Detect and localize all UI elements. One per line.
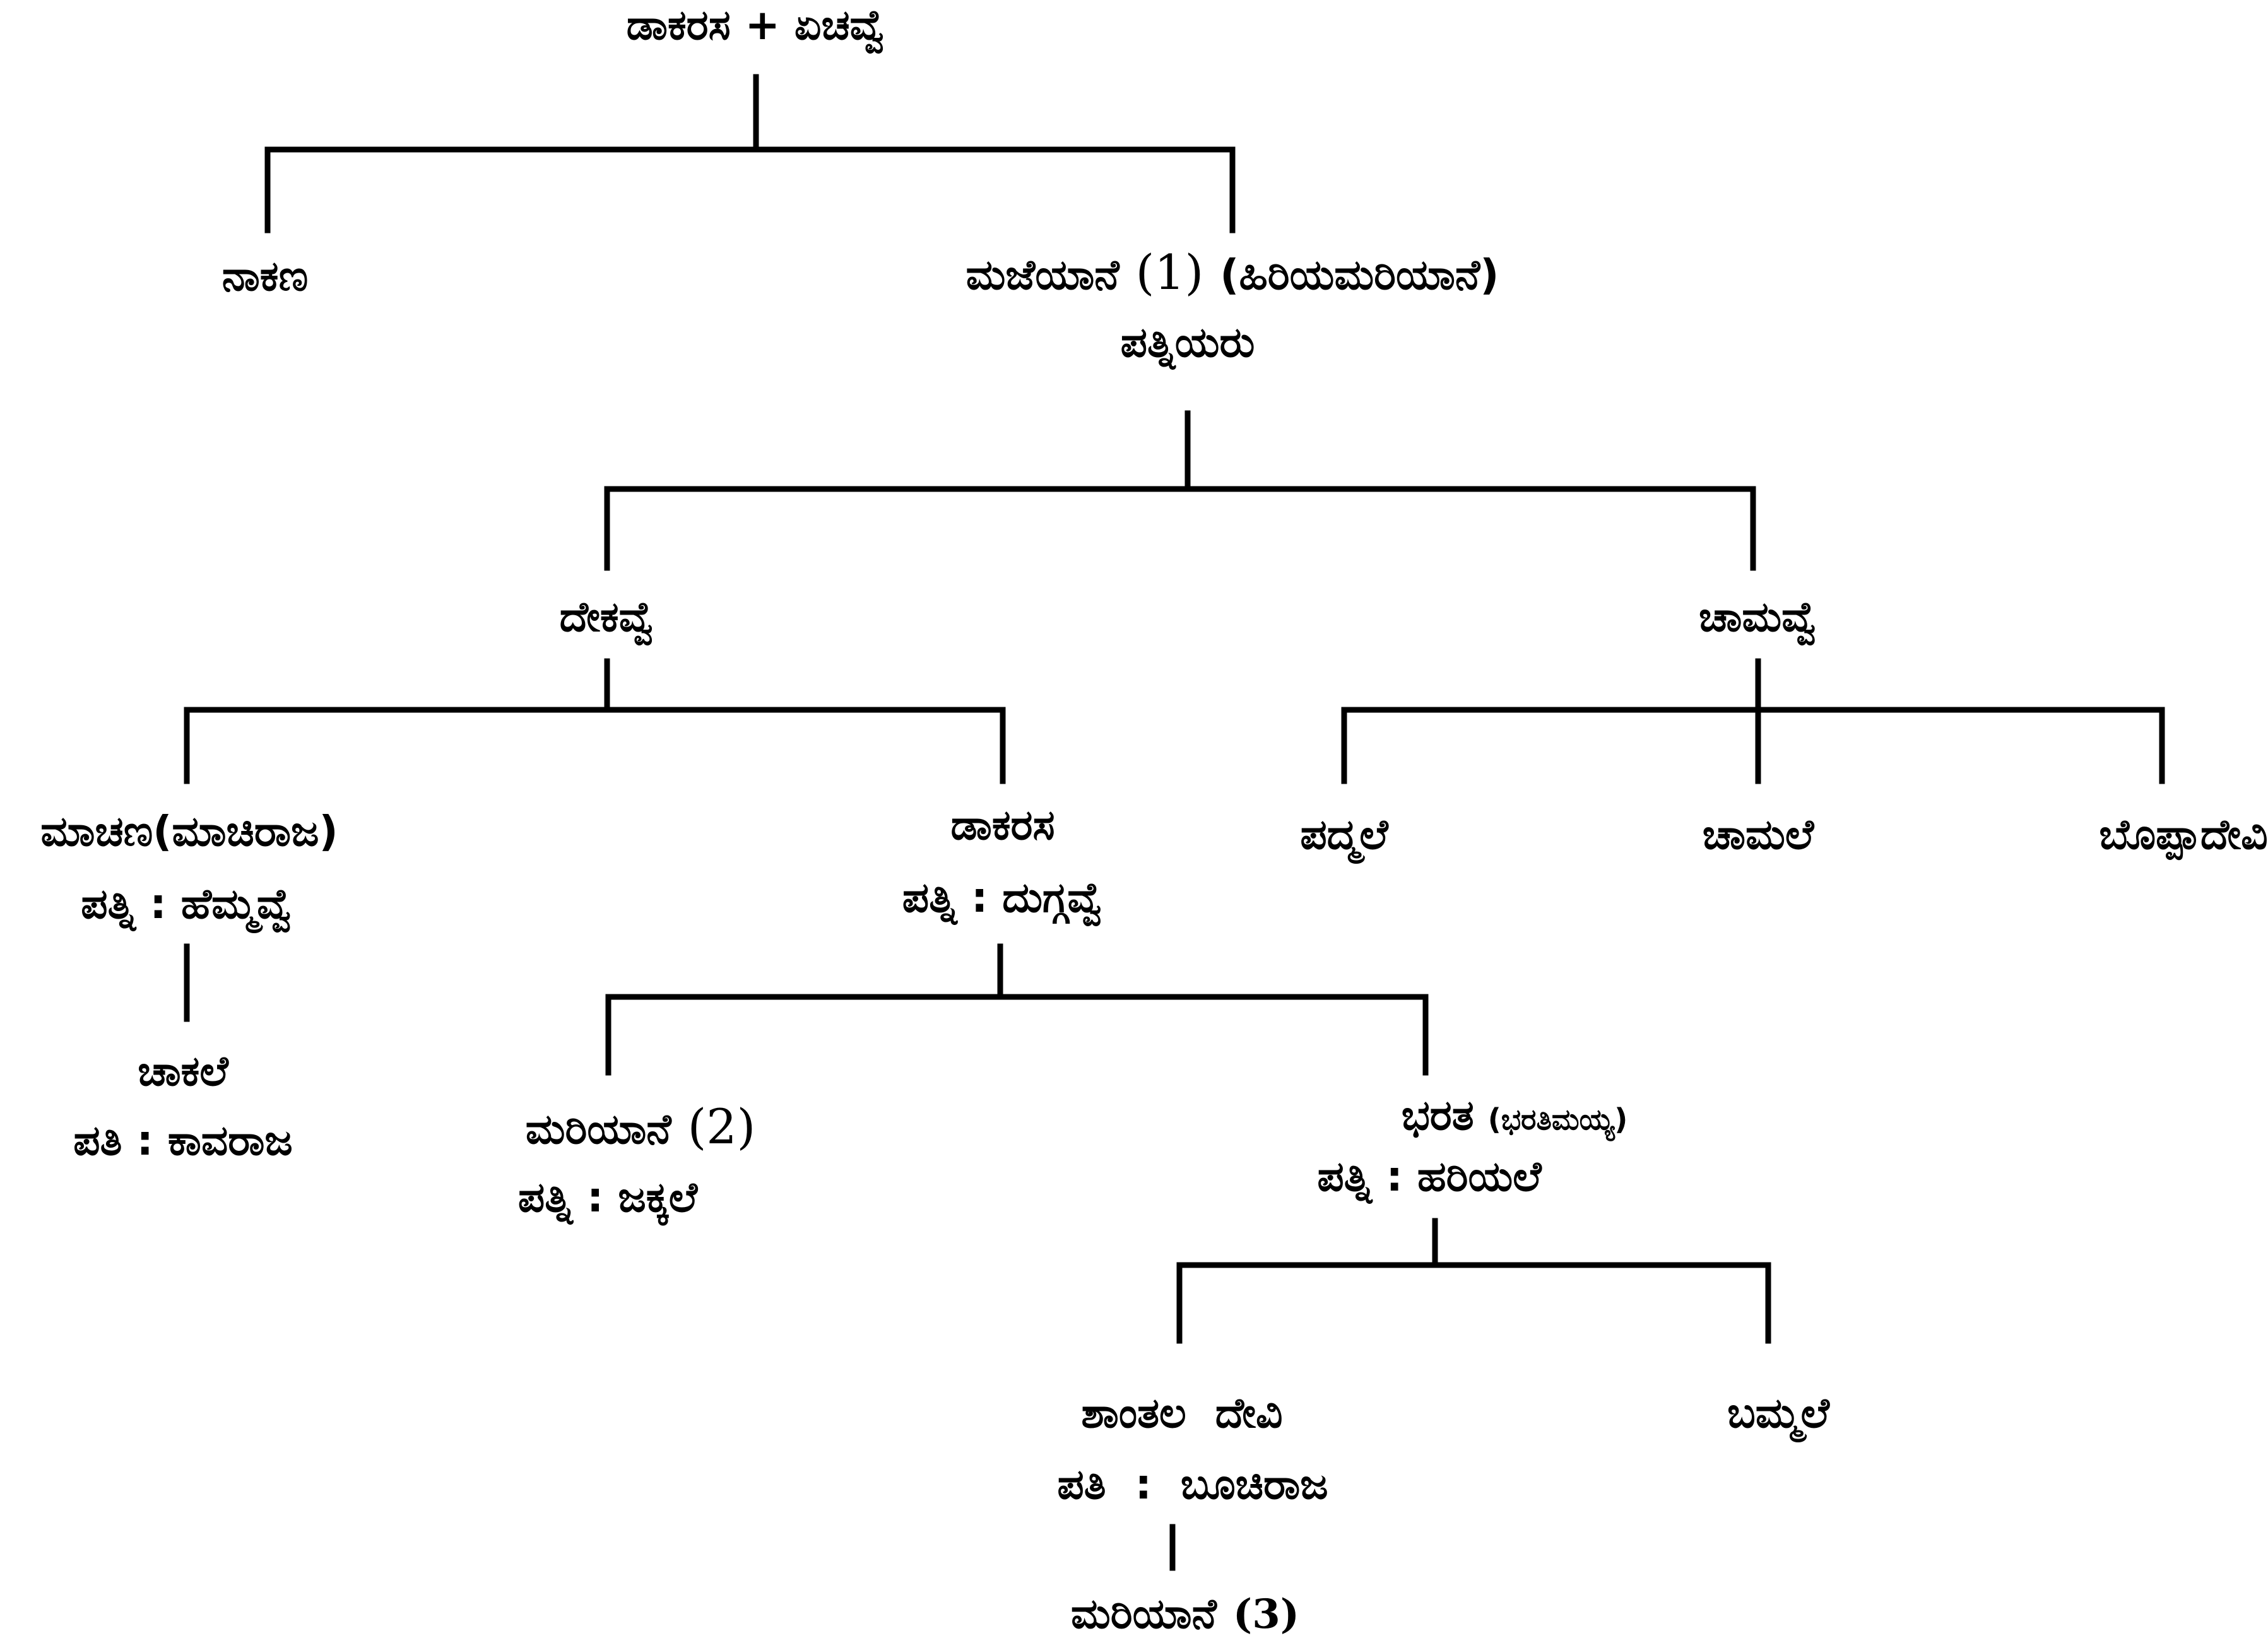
mariyane1-name: ಮಜೆಯಾನೆ bbox=[966, 250, 1120, 299]
shantala-spouse: ಪತಿ : ಬೂಚಿರಾಜ bbox=[1057, 1460, 1328, 1509]
node-chamavve: ಚಾಮವ್ವೆ bbox=[1699, 592, 1817, 646]
node-bammale: ಬಮ್ಮಲೆ bbox=[1727, 1389, 1830, 1443]
mariyane1-number: (1) bbox=[1136, 244, 1204, 300]
tree-connectors bbox=[184, 74, 2165, 1571]
mariyane1-wives-label: ಪತ್ನಿಯರು bbox=[1121, 318, 1255, 370]
bharata-spouse: ಪತ್ನಿ : ಹರಿಯಲೆ bbox=[1317, 1152, 1542, 1204]
node-bharata: ಭರತ (ಭರತಿಮಯ್ಯ) bbox=[1402, 1091, 1628, 1141]
node-machana: ಮಾಚಣ(ಮಾಚಿರಾಜ) bbox=[40, 807, 338, 856]
machana-spouse: ಪತ್ನಿ : ಹೆಮ್ಮವ್ವೆ bbox=[81, 880, 293, 934]
chakale-spouse: ಪತಿ : ಕಾವರಾಜ bbox=[73, 1116, 293, 1165]
node-dakarasa: ಡಾಕರಸ bbox=[951, 801, 1055, 849]
mariyane3-name: ಮರಿಯಾನೆ bbox=[1071, 1589, 1217, 1638]
node-chamale: ಚಾಮಲೆ bbox=[1703, 810, 1815, 859]
bharata-alias: (ಭರತಿಮಯ್ಯ) bbox=[1488, 1102, 1628, 1141]
bharata-name: ಭರತ bbox=[1402, 1091, 1474, 1140]
node-shantala: ಶಾಂತಲ ದೇವಿ bbox=[1081, 1389, 1282, 1437]
dakarasa-spouse: ಪತ್ನಿ : ದುಗ್ಗವ್ವೆ bbox=[902, 873, 1103, 927]
mariyane2-number: (2) bbox=[688, 1098, 756, 1155]
node-chakale: ಚಾಕಲೆ bbox=[138, 1047, 229, 1095]
node-dekavve: ದೇಕವ್ವೆ bbox=[560, 592, 655, 646]
mariyane3-number: (3) bbox=[1233, 1591, 1299, 1638]
node-mariyane2: ಮರಿಯಾನೆ (2) bbox=[526, 1098, 756, 1155]
mariyane1-alias: (ಹಿರಿಯಮರಿಯಾನೆ) bbox=[1220, 250, 1499, 299]
node-padmale: ಪದ್ಮಲೆ bbox=[1300, 810, 1389, 864]
mariyane2-name: ಮರಿಯಾನೆ bbox=[526, 1105, 672, 1153]
mariyane2-spouse: ಪತ್ನಿ : ಜಕ್ಕಲೆ bbox=[518, 1173, 699, 1226]
node-boppadevi: ಬೊಪ್ಪಾದೇವಿ bbox=[2099, 810, 2267, 861]
node-mariyane1: ಮಜೆಯಾನೆ (1) (ಹಿರಿಯಮರಿಯಾನೆ) bbox=[966, 244, 1499, 300]
node-mariyane3: ಮರಿಯಾನೆ (3) bbox=[1071, 1589, 1299, 1638]
node-root: ಡಾಕರಸ + ಏಚವ್ವೆ bbox=[627, 1, 886, 54]
node-nakana: ನಾಕಣ bbox=[222, 252, 309, 300]
tree-labels: ಡಾಕರಸ + ಏಚವ್ವೆ ನಾಕಣ ಮಜೆಯಾನೆ (1) (ಹಿರಿಯಮರ… bbox=[40, 1, 2267, 1638]
